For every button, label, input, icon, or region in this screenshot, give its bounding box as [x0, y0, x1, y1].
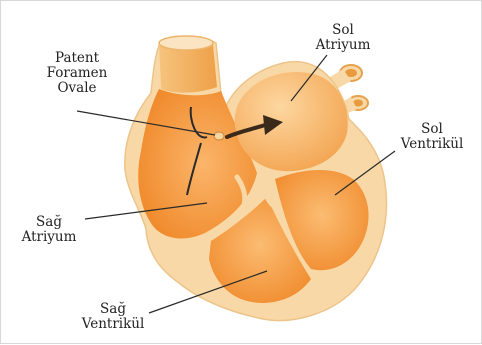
label-sag-ventrikul-line2: Ventrikül: [73, 317, 153, 332]
label-sol-atriyum-line2: Atriyum: [303, 38, 383, 53]
label-sag-ventrikul: Sağ Ventrikül: [73, 302, 153, 332]
label-sol-atriyum-line1: Sol: [303, 23, 383, 38]
label-sol-ventrikul-line2: Ventrikül: [387, 137, 477, 152]
label-sag-atriyum-line2: Atriyum: [19, 230, 79, 245]
label-pfo-line1: Patent: [39, 51, 115, 66]
label-sol-ventrikul: Sol Ventrikül: [387, 122, 477, 152]
label-sag-atriyum: Sağ Atriyum: [19, 215, 79, 245]
label-sag-ventrikul-line1: Sağ: [73, 302, 153, 317]
label-pfo-line3: Ovale: [39, 81, 115, 96]
label-patent-foramen-ovale: Patent Foramen Ovale: [39, 51, 115, 96]
label-sol-ventrikul-line1: Sol: [387, 122, 477, 137]
label-sol-atriyum: Sol Atriyum: [303, 23, 383, 53]
label-pfo-line2: Foramen: [39, 66, 115, 81]
label-sag-atriyum-line1: Sağ: [19, 215, 79, 230]
foramen-ovale-flap: [214, 132, 224, 140]
